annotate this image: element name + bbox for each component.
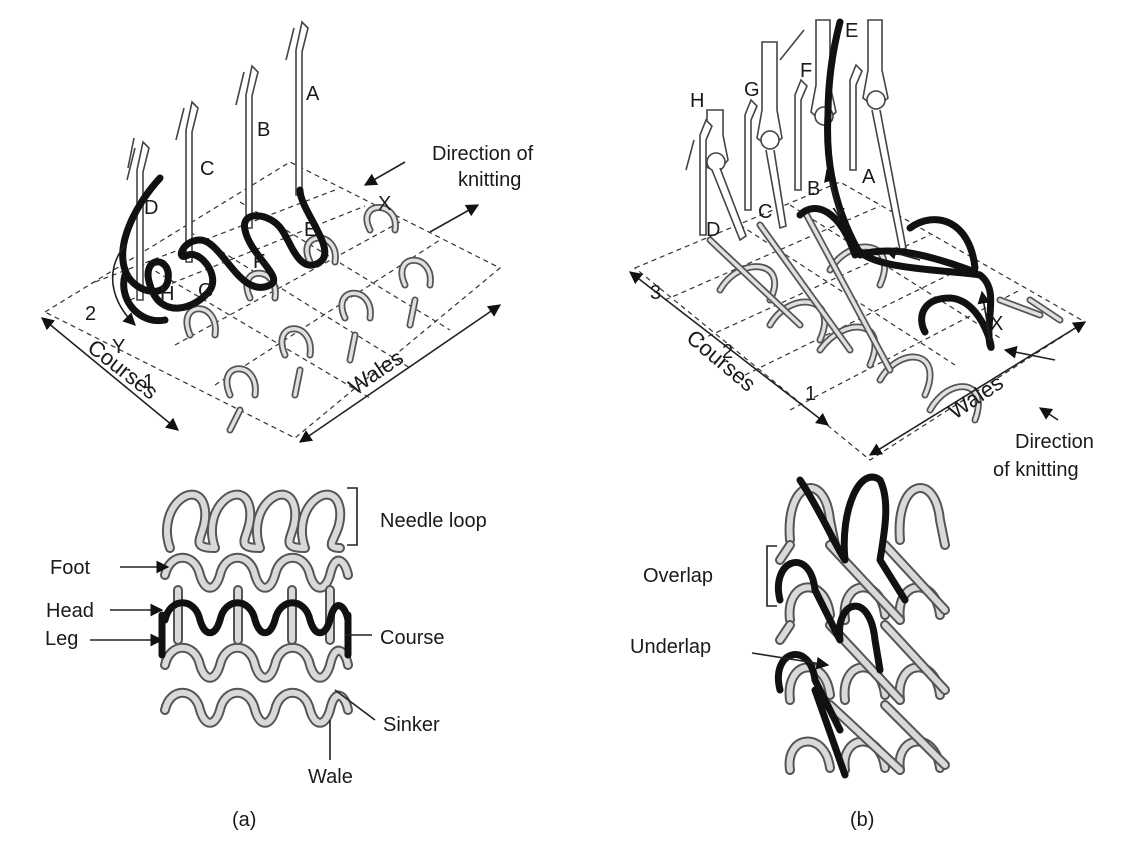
panel-b-black-yarn-fabric [774,473,909,779]
foot-label: Foot [50,557,90,579]
panel-a-old-loops [183,204,434,434]
panel-a-gray-loops [160,489,353,728]
needle-label-d-b: D [706,219,720,241]
sinker-label: Sinker [383,714,440,736]
course-number-2-b: 2 [722,341,733,363]
panel-a-wales-dimension [298,304,502,443]
needle-label-h: H [690,90,704,112]
needle-label-c-b: C [758,201,772,223]
panel-b-underlap-arrow [883,247,921,261]
needle-c-b [862,19,889,110]
needle-label-b-b: B [807,178,820,200]
direction-label-line-2: knitting [458,169,521,191]
sinker-leader [334,689,376,721]
panel-b-needles [685,19,907,252]
needle-g [756,41,783,150]
needle-loop-label: Needle loop [380,510,487,532]
course-label: Course [380,627,444,649]
loop-label-h: H [160,283,174,305]
panel-b-direction-arrow [1038,407,1059,421]
needle-d [126,140,150,301]
caption-a: (a) [232,809,256,831]
needle-label-f: F [800,60,812,82]
panel-a-needles [126,20,309,301]
overlap-label: Overlap [643,565,713,587]
underlap-leader [751,652,830,670]
loop-label-e: E [304,219,317,241]
needle-b [235,64,259,229]
panel-b-old-loops [706,208,1064,424]
needle-a [285,20,309,196]
panel-a-needle-frame: A B C D E F G H X Y Direction of knittin… [41,20,534,443]
panel-b-courses-dimension [628,271,830,426]
needle-label-d: D [144,197,158,219]
direction-label-b-line-1: Direction [1015,431,1094,453]
course-number-3: 3 [650,282,661,304]
needle-loop-bracket [347,487,358,546]
point-label-x: X [378,193,391,215]
needle-label-a-b: A [862,166,876,188]
overlap-bracket [766,545,777,607]
needle-label-e: E [845,20,858,42]
point-label-x-b: X [990,313,1003,335]
panel-b-wales-dimension [868,321,1087,456]
panel-b-black-yarn [796,18,995,351]
loop-label-f: F [253,251,265,273]
point-label-y: Y [112,336,125,358]
panel-b-gray-loops [775,483,950,775]
head-label: Head [46,600,94,622]
panel-a-direction-arrow-in [363,161,406,186]
panel-b-fabric: Overlap Underlap (b) [630,473,950,831]
course-number-1: 1 [143,371,154,393]
needle-label-c: C [200,158,214,180]
point-label-y-b: Y [832,205,845,227]
courses-label-b: Courses [682,325,761,397]
underlap-label: Underlap [630,636,711,658]
panel-b-feed-arrow [1003,345,1056,361]
panel-a-fabric: Needle loop Foot Head Leg Course Sinker … [45,487,487,831]
needle-label-b: B [257,119,270,141]
panel-b-y-arrow [824,168,841,216]
wale-label: Wale [308,766,353,788]
course-number-2: 2 [85,303,96,325]
panel-b-needle-frame: H G F E D C B A Y X 3 2 1 Courses Wales … [628,18,1094,481]
leg-label: Leg [45,628,78,650]
course-number-1-b: 1 [805,383,816,405]
needle-label-a: A [306,83,320,105]
loop-label-g: G [198,280,214,302]
direction-label-line-1: Direction of [432,143,534,165]
caption-b: (b) [850,809,874,831]
needle-label-g: G [744,79,760,101]
panel-a-direction-arrow-out [429,204,480,233]
direction-label-b-line-2: of knitting [993,459,1079,481]
needle-c [175,100,199,263]
panel-a-courses-dimension [41,317,179,431]
